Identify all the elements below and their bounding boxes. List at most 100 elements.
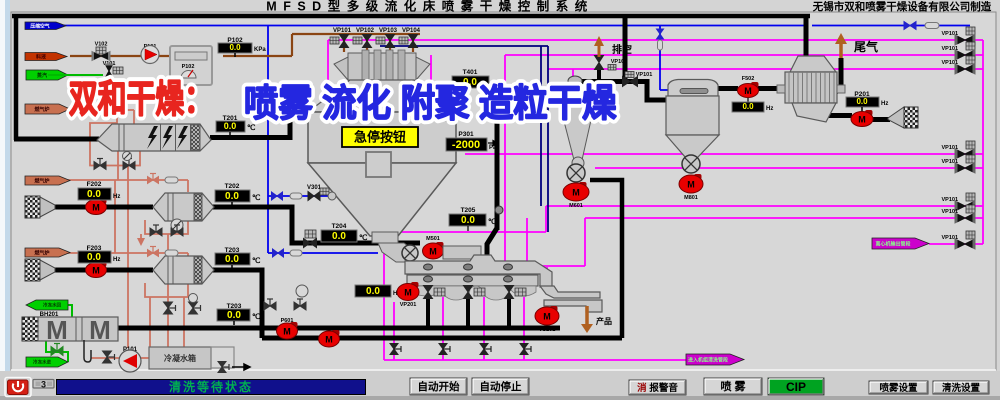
svg-text:P601: P601: [281, 318, 294, 324]
svg-text:V301: V301: [307, 185, 322, 191]
svg-text:M: M: [858, 114, 866, 124]
svg-text:自动停止: 自动停止: [480, 380, 522, 393]
svg-text:F203: F203: [87, 245, 102, 252]
svg-text:双和干燥：: 双和干燥：: [69, 78, 213, 121]
svg-text:-2000: -2000: [452, 139, 480, 151]
svg-text:℃: ℃: [488, 217, 497, 226]
svg-text:M: M: [46, 315, 68, 345]
svg-text:VP101: VP101: [941, 235, 958, 241]
svg-text:0.0: 0.0: [87, 252, 101, 263]
svg-text:VS201: VS201: [539, 327, 556, 333]
svg-text:VP101: VP101: [333, 28, 352, 34]
svg-text:清洗设置: 清洗设置: [942, 382, 981, 394]
svg-text:CIP: CIP: [786, 380, 806, 394]
svg-text:VP101: VP101: [636, 72, 653, 78]
svg-text:℃: ℃: [252, 193, 261, 202]
svg-text:喷雾 流化 附聚 造粒干燥: 喷雾 流化 附聚 造粒干燥: [244, 82, 617, 125]
svg-text:冷冻水进: 冷冻水进: [33, 359, 51, 366]
svg-text:Pa: Pa: [489, 145, 497, 151]
svg-text:VP104: VP104: [402, 28, 421, 34]
svg-text:急停按钮: 急停按钮: [354, 130, 406, 145]
svg-text:0.0: 0.0: [742, 102, 754, 111]
svg-text:燃气炉: 燃气炉: [34, 106, 49, 113]
svg-text:F502: F502: [742, 76, 755, 82]
svg-text:P201: P201: [854, 91, 870, 98]
svg-text:VP101: VP101: [941, 31, 958, 37]
svg-text:℃: ℃: [491, 79, 500, 88]
svg-text:T204: T204: [332, 223, 347, 230]
svg-text:排空: 排空: [612, 43, 632, 56]
svg-text:喷雾设置: 喷雾设置: [879, 382, 918, 394]
svg-text:清洗等待状态: 清洗等待状态: [169, 379, 253, 394]
svg-text:P102: P102: [182, 64, 195, 70]
svg-text:℃: ℃: [247, 123, 256, 132]
svg-text:Hz: Hz: [113, 257, 120, 263]
svg-text:0.0: 0.0: [227, 310, 241, 321]
svg-text:0.0: 0.0: [87, 189, 101, 200]
svg-text:M: M: [429, 246, 437, 256]
svg-text:M601: M601: [569, 203, 583, 209]
svg-text:M: M: [572, 187, 580, 197]
svg-text:喷雾 流化 附聚 造粒干燥: 喷雾 流化 附聚 造粒干燥: [244, 82, 617, 125]
svg-text:T203: T203: [227, 303, 242, 310]
svg-text:℃: ℃: [252, 256, 261, 265]
svg-text:离心机输出管段: 离心机输出管段: [875, 240, 910, 247]
svg-text:蒸汽: 蒸汽: [37, 72, 47, 79]
svg-text:0.0: 0.0: [856, 97, 868, 106]
svg-text:0.0: 0.0: [224, 121, 237, 131]
svg-text:VP103: VP103: [379, 28, 398, 34]
svg-text:0.0: 0.0: [366, 286, 380, 297]
svg-text:V102: V102: [95, 42, 108, 48]
svg-text:自动开始: 自动开始: [418, 380, 460, 393]
svg-text:3: 3: [41, 379, 46, 389]
svg-text:F202: F202: [87, 181, 102, 188]
svg-text:M: M: [687, 179, 695, 189]
svg-text:M: M: [744, 86, 752, 96]
svg-text:进入机组清洗管段: 进入机组清洗管段: [688, 356, 728, 363]
svg-text:VP102: VP102: [356, 28, 375, 34]
svg-text:P102: P102: [227, 37, 243, 44]
svg-text:燃气炉: 燃气炉: [34, 249, 49, 256]
svg-text:℃: ℃: [252, 312, 261, 321]
svg-text:VP101: VP101: [941, 209, 958, 215]
svg-text:F601: F601: [323, 326, 336, 332]
svg-text:喷 雾: 喷 雾: [720, 379, 746, 393]
svg-text:BH201: BH201: [40, 312, 59, 318]
svg-text:Hz: Hz: [393, 291, 400, 297]
svg-text:T205: T205: [461, 207, 476, 214]
svg-text:VP101: VP101: [611, 59, 628, 65]
svg-text:双和干燥：: 双和干燥：: [69, 78, 213, 121]
svg-text:0.0: 0.0: [463, 77, 477, 88]
svg-text:Hz: Hz: [113, 194, 120, 200]
svg-text:M801: M801: [684, 195, 698, 201]
svg-text:P301: P301: [458, 131, 474, 138]
svg-text:冷凝水箱: 冷凝水箱: [164, 353, 196, 363]
svg-text:T202: T202: [225, 183, 240, 190]
svg-text:VP101: VP101: [941, 60, 958, 66]
svg-text:VP101: VP101: [941, 145, 958, 151]
svg-text:燃气炉: 燃气炉: [34, 177, 49, 184]
svg-text:VP101: VP101: [941, 159, 958, 165]
svg-text:MFSD型多级流化床喷雾干燥控制系统: MFSD型多级流化床喷雾干燥控制系统: [266, 0, 593, 14]
svg-text:0.0: 0.0: [461, 215, 475, 226]
svg-text:M: M: [89, 315, 111, 345]
svg-text:Hz: Hz: [766, 106, 773, 112]
svg-text:T201: T201: [223, 115, 238, 122]
svg-text:料液: 料液: [36, 53, 47, 60]
svg-text:Hz: Hz: [881, 101, 888, 107]
svg-text:冷冻水回: 冷冻水回: [43, 302, 61, 309]
svg-text:M: M: [92, 202, 100, 212]
svg-text:T401: T401: [463, 69, 478, 76]
svg-text:℃: ℃: [359, 233, 368, 242]
svg-text:M: M: [404, 287, 412, 297]
svg-text:M: M: [92, 265, 100, 275]
svg-text:0.0: 0.0: [332, 231, 346, 242]
svg-text:M: M: [283, 326, 291, 336]
svg-text:产品: 产品: [596, 316, 612, 326]
svg-text:M: M: [325, 334, 333, 344]
svg-text:VP101: VP101: [941, 46, 958, 52]
svg-text:无锡市双和喷雾干燥设备有限公司制造: 无锡市双和喷雾干燥设备有限公司制造: [812, 0, 992, 13]
svg-text:尾气: 尾气: [854, 39, 878, 54]
svg-text:消 报警音: 消 报警音: [637, 382, 678, 394]
svg-text:VP201: VP201: [400, 302, 417, 308]
